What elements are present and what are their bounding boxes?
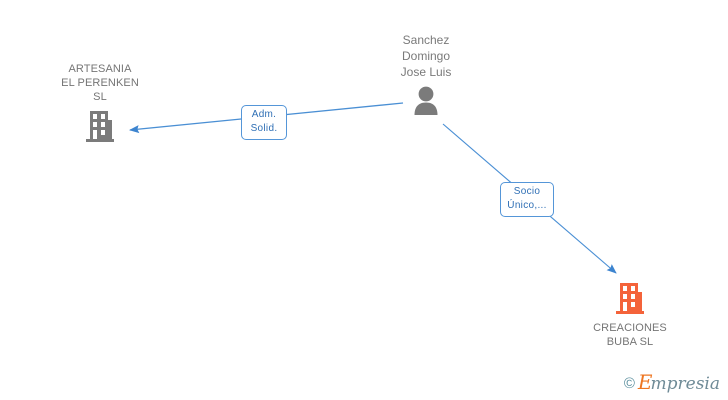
edge-label-adm-solid[interactable]: Adm. Solid.	[241, 105, 287, 140]
node-creaciones-buba-sl[interactable]: CREACIONES BUBA SL	[566, 281, 694, 349]
edge-label-socio-unico[interactable]: Socio Único,...	[500, 182, 554, 217]
watermark-empresia: © Empresia	[624, 372, 720, 394]
node-person-sanchez-domingo-jose-luis[interactable]: Sanchez Domingo Jose Luis	[370, 32, 482, 115]
node-artesania-el-perenken-sl[interactable]: ARTESANIA EL PERENKEN SL	[36, 62, 164, 143]
copyright-icon: ©	[623, 374, 635, 392]
building-icon	[616, 283, 644, 314]
node-label-person: Sanchez Domingo Jose Luis	[400, 33, 452, 79]
brand-rest: mpresia	[650, 374, 721, 394]
node-label-creaciones: CREACIONES BUBA SL	[593, 322, 667, 348]
brand-wordmark: Empresia	[638, 372, 720, 394]
node-label-artesania: ARTESANIA EL PERENKEN SL	[61, 63, 139, 103]
building-icon	[86, 111, 114, 142]
brand-initial: E	[637, 370, 653, 394]
person-icon	[414, 86, 438, 115]
